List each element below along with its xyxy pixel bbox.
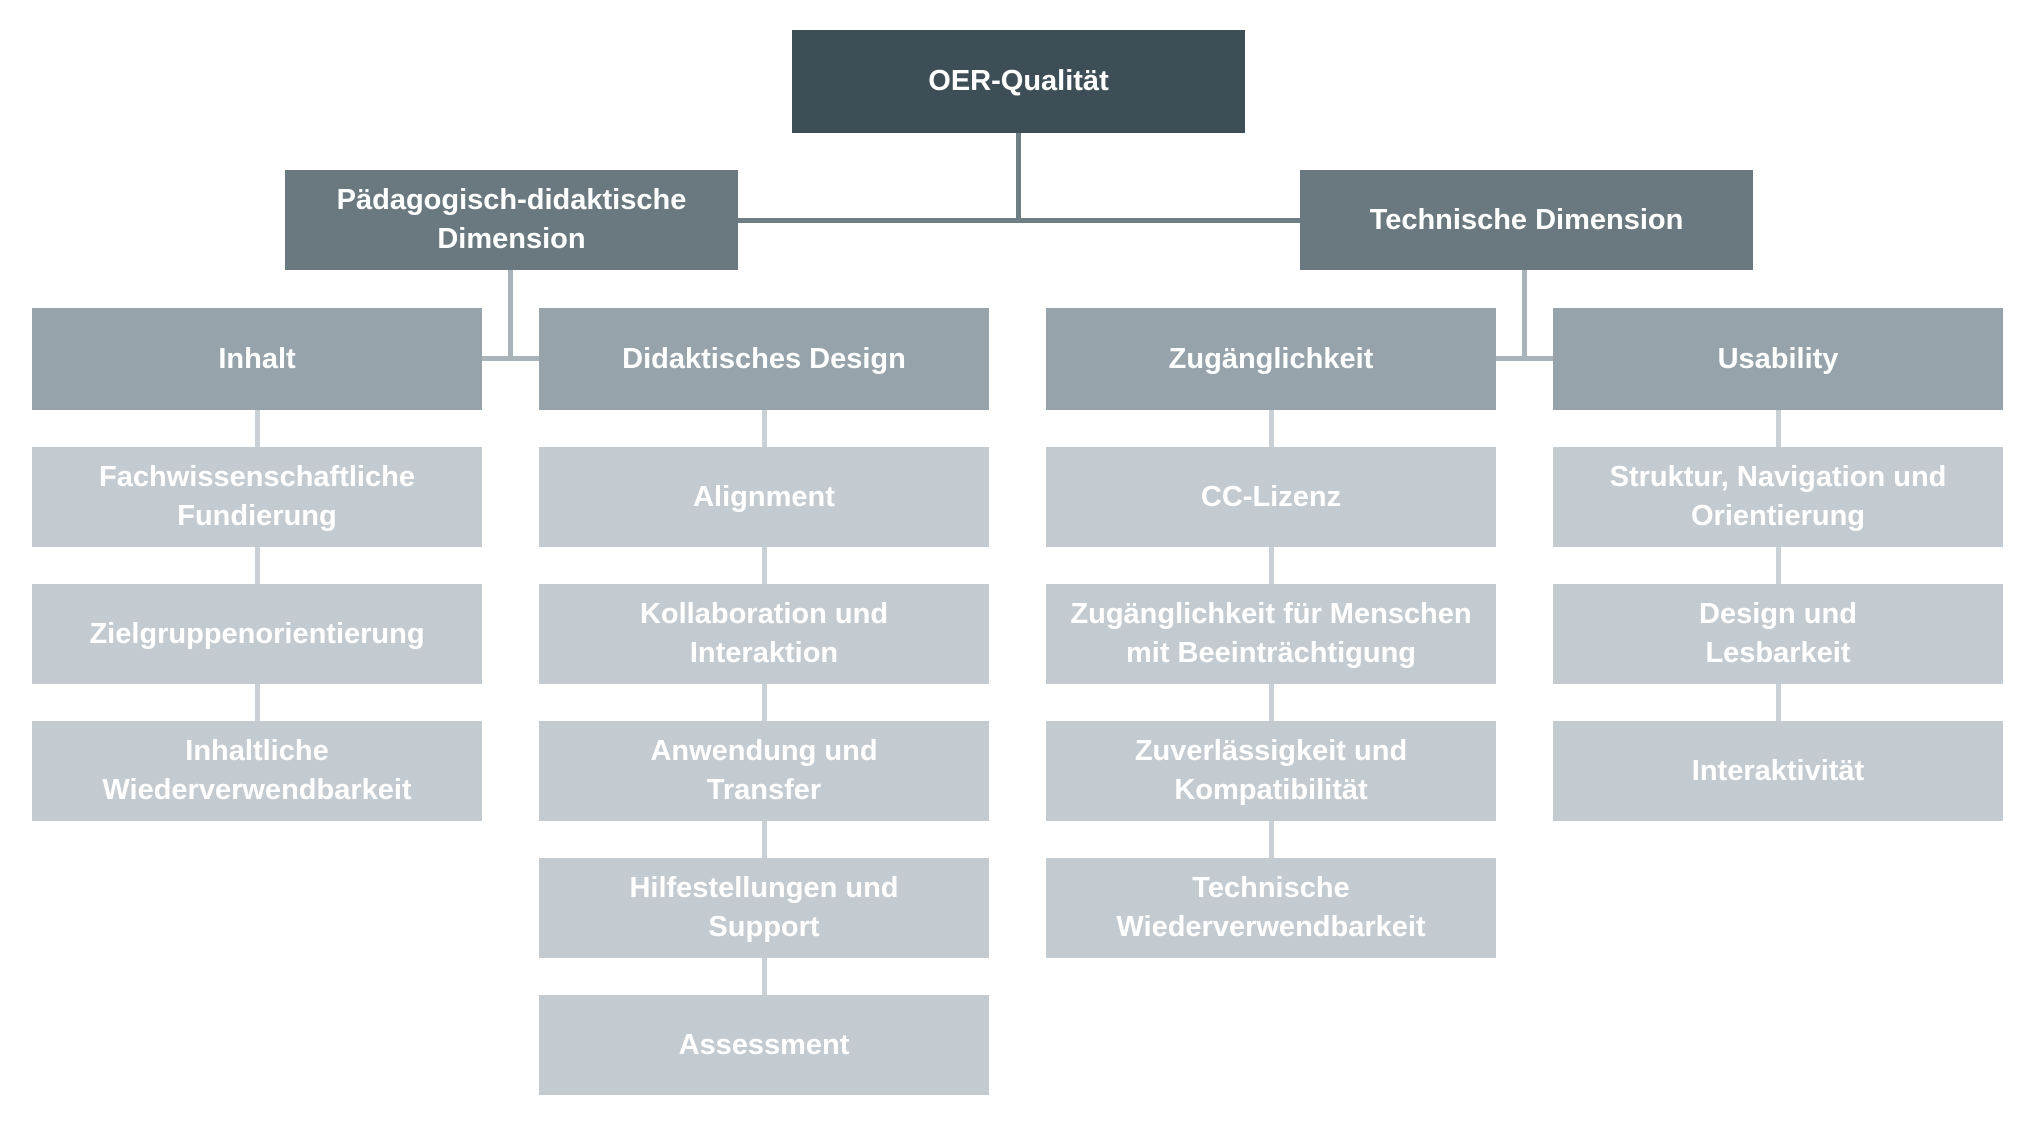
- header-usability: Usability: [1553, 308, 2003, 410]
- connector-col2-seg1: [762, 410, 767, 447]
- leaf-anwendung-und-transfer: Anwendung und Transfer: [539, 721, 989, 821]
- connector-col1-seg2: [255, 547, 260, 584]
- leaf-zielgruppenorientierung: Zielgruppenorientierung: [32, 584, 482, 684]
- connector-col3-seg2: [1269, 547, 1274, 584]
- leaf-hilfestellungen-und-support: Hilfestellungen und Support: [539, 858, 989, 958]
- connector-technische-horizontal: [1496, 356, 1553, 361]
- connector-col3-seg4: [1269, 821, 1274, 858]
- connector-root-horizontal: [738, 218, 1300, 223]
- leaf-kollaboration-und-interaktion: Kollaboration und Interaktion: [539, 584, 989, 684]
- node-technische-dimension: Technische Dimension: [1300, 170, 1753, 270]
- connector-col1-seg1: [255, 410, 260, 447]
- leaf-assessment: Assessment: [539, 995, 989, 1095]
- leaf-cc-lizenz: CC-Lizenz: [1046, 447, 1496, 547]
- leaf-design-und-lesbarkeit: Design und Lesbarkeit: [1553, 584, 2003, 684]
- leaf-fachwissenschaftliche-fundierung: Fachwissenschaftliche Fundierung: [32, 447, 482, 547]
- header-didaktisches-design: Didaktisches Design: [539, 308, 989, 410]
- connector-technische-vertical: [1522, 270, 1527, 361]
- connector-paedagogisch-horizontal: [482, 356, 539, 361]
- connector-col2-seg3: [762, 684, 767, 721]
- connector-paedagogisch-vertical: [508, 270, 513, 361]
- connector-col4-seg1: [1776, 410, 1781, 447]
- leaf-struktur-navigation-orientierung: Struktur, Navigation und Orientierung: [1553, 447, 2003, 547]
- leaf-technische-wiederverwendbarkeit: Technische Wiederverwendbarkeit: [1046, 858, 1496, 958]
- connector-col2-seg2: [762, 547, 767, 584]
- connector-col1-seg3: [255, 684, 260, 721]
- node-oer-qualitaet: OER-Qualität: [792, 30, 1245, 133]
- leaf-zugaenglichkeit-fuer-menschen: Zugänglichkeit für Menschen mit Beeinträ…: [1046, 584, 1496, 684]
- leaf-zuverlaessigkeit-und-kompatibilitaet: Zuverlässigkeit und Kompatibilität: [1046, 721, 1496, 821]
- connector-col3-seg1: [1269, 410, 1274, 447]
- connector-root-vertical: [1016, 133, 1021, 222]
- leaf-inhaltliche-wiederverwendbarkeit: Inhaltliche Wiederverwendbarkeit: [32, 721, 482, 821]
- header-zugaenglichkeit: Zugänglichkeit: [1046, 308, 1496, 410]
- node-paedagogisch-didaktische-dimension: Pädagogisch-didaktische Dimension: [285, 170, 738, 270]
- connector-col4-seg3: [1776, 684, 1781, 721]
- header-inhalt: Inhalt: [32, 308, 482, 410]
- leaf-interaktivitaet: Interaktivität: [1553, 721, 2003, 821]
- connector-col2-seg5: [762, 958, 767, 995]
- connector-col2-seg4: [762, 821, 767, 858]
- leaf-alignment: Alignment: [539, 447, 989, 547]
- connector-col4-seg2: [1776, 547, 1781, 584]
- connector-col3-seg3: [1269, 684, 1274, 721]
